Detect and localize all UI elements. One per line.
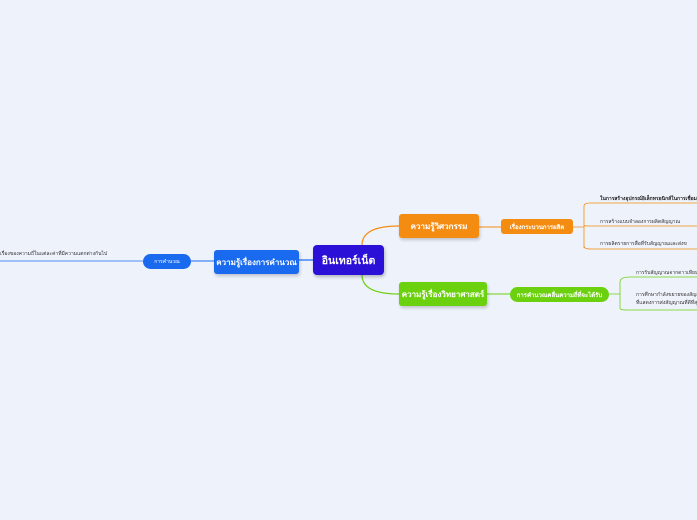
leaf-science-2[interactable]: การศึกษากำลังขยายของสัญญาณไฟฟ้า bbox=[636, 292, 697, 298]
root-node[interactable]: อินเทอร์เน็ต bbox=[313, 245, 384, 275]
sub-science[interactable]: การคำนวณคลื่นความถี่ที่จะได้รับ bbox=[510, 287, 609, 302]
connector-root-engineering bbox=[361, 225, 400, 246]
leaf-engineering-1[interactable]: ในการสร้างอุปกรณ์อิเล็กทรอนิกส์ในการเชื่… bbox=[600, 196, 697, 202]
leaf-calculation-1[interactable]: เรื่องของความถี่ในแต่ละค่าที่มีความแตกต่… bbox=[0, 251, 108, 257]
connector-engineering-leaves bbox=[573, 202, 697, 250]
branch-engineering[interactable]: ความรู้วิศวกรรม bbox=[399, 214, 479, 238]
sub-engineering[interactable]: เรื่องกระบวนการผลิต bbox=[501, 219, 573, 234]
sub-calculation[interactable]: การคำนวณ bbox=[143, 254, 191, 269]
branch-calculation[interactable]: ความรู้เรื่องการคำนวณ bbox=[214, 250, 299, 274]
leaf-engineering-2[interactable]: การสร้างแบบจำลองการผลิตสัญญาณ bbox=[600, 219, 681, 225]
connector-science-leaves bbox=[609, 276, 697, 311]
leaf-science-1[interactable]: การรับสัญญาณจากดาวเทียม bbox=[636, 270, 697, 276]
leaf-science-3[interactable]: ที่แสดงการส่งสัญญาณที่ดีที่สุด bbox=[636, 300, 697, 306]
branch-science[interactable]: ความรู้เรื่องวิทยาศาสตร์ bbox=[399, 282, 487, 306]
connector-root-science bbox=[361, 274, 400, 295]
leaf-engineering-3[interactable]: การผลิตรายการสื่อที่รับสัญญาณและส่งข bbox=[600, 241, 687, 247]
